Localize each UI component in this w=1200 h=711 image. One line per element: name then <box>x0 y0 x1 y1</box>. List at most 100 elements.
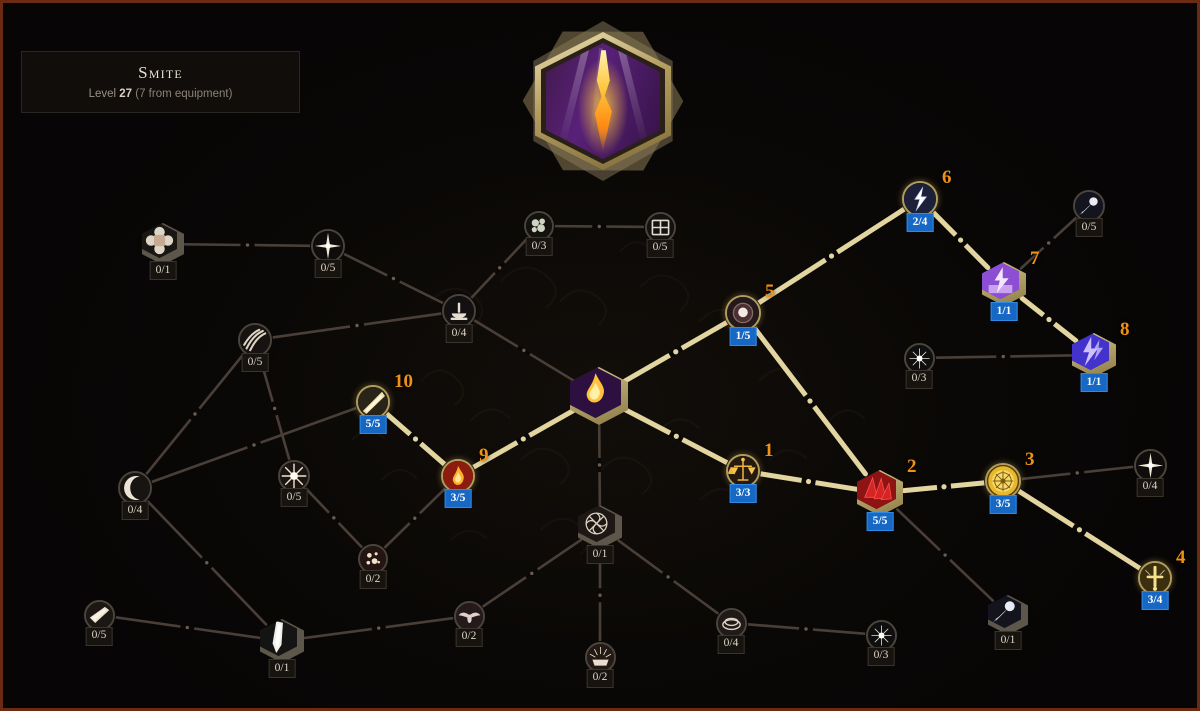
skill-edge-pip <box>391 276 396 281</box>
skill-edge <box>146 499 268 626</box>
skill-node-chalice[interactable]: 0/4 <box>442 294 476 343</box>
skill-tree-canvas[interactable]: Smite Level 27 (7 from equipment) 0/1 0/5… <box>3 3 1197 708</box>
red-crystal-icon <box>857 470 896 509</box>
skill-node-scales1[interactable]: 3/3 <box>726 454 760 503</box>
skill-edge-gap <box>668 345 684 358</box>
storm-cloud-icon <box>982 262 1019 299</box>
node-allocation-order: 7 <box>1030 248 1040 269</box>
skill-node-shield_tc[interactable]: 0/5 <box>644 211 676 258</box>
skill-node-crown[interactable]: 0/2 <box>584 641 616 688</box>
golden-slash-icon <box>356 385 390 419</box>
skill-edge-pip <box>1075 471 1079 475</box>
skill-node-crystal2[interactable]: 5/5 <box>857 470 903 531</box>
skill-edge <box>1020 465 1134 481</box>
node-rank-badge: 0/1 <box>586 545 614 564</box>
skill-edge-pip <box>522 348 526 353</box>
node-rank-badge: 0/2 <box>359 570 387 589</box>
skill-node-spark_b[interactable]: 0/3 <box>865 619 897 666</box>
skill-node-horn[interactable]: 0/5 <box>83 599 115 646</box>
skill-header-panel: Smite Level 27 (7 from equipment) <box>21 51 300 113</box>
skill-node-blade[interactable]: 0/1 <box>260 619 304 678</box>
skill-edge-pip <box>598 593 602 597</box>
rune-sigil-icon <box>578 505 615 542</box>
skill-node-shard8[interactable]: 1/1 <box>1072 333 1116 392</box>
skill-node-stones[interactable]: 0/3 <box>524 211 554 256</box>
node-hex-frame <box>570 367 628 425</box>
golden-sword-icon <box>1138 561 1172 595</box>
skill-node-storm7[interactable]: 1/1 <box>982 262 1026 321</box>
node-rank-badge: 0/5 <box>314 259 342 278</box>
skill-edge-pip <box>530 571 534 576</box>
skill-edge-gap <box>803 393 817 409</box>
skill-edge-gap <box>189 407 201 421</box>
star-burst-icon <box>311 229 345 263</box>
skill-node-burst_l[interactable]: 0/5 <box>278 460 310 507</box>
skill-node-spark_r[interactable]: 0/3 <box>903 342 935 389</box>
skill-edge <box>930 210 991 271</box>
skill-edge-gap <box>200 556 213 569</box>
skill-node-ring[interactable]: 0/4 <box>715 607 747 654</box>
smite-skill-emblem[interactable] <box>508 11 698 191</box>
skill-edge <box>470 236 530 300</box>
star-burst-icon <box>1133 448 1167 482</box>
skill-edge-pip <box>1076 527 1083 533</box>
skill-edge-pip <box>673 433 679 439</box>
skill-edge-pip <box>673 349 679 355</box>
node-rank-badge: 3/5 <box>444 489 472 508</box>
skill-edge-gap <box>349 322 365 329</box>
node-rank-badge: 2/4 <box>906 213 934 232</box>
skill-edge <box>622 319 730 384</box>
glowing-orb-icon <box>725 295 761 331</box>
skill-node-star_r[interactable]: 0/4 <box>1133 448 1167 497</box>
skill-node-cross[interactable]: 0/1 <box>142 223 184 280</box>
skill-edge-gap <box>517 345 531 356</box>
skill-edge-pip <box>597 224 601 229</box>
skill-edge-pip <box>957 237 964 243</box>
node-hex-frame <box>988 595 1028 635</box>
skill-edge <box>145 352 245 476</box>
skill-node-compass3[interactable]: 3/5 <box>985 463 1021 514</box>
balance-scales-icon <box>726 454 760 488</box>
node-rank-badge: 3/4 <box>1141 591 1169 610</box>
skill-edge-gap <box>823 249 840 263</box>
skill-node-rune[interactable]: 0/1 <box>578 505 622 564</box>
node-rank-badge: 0/2 <box>586 668 614 688</box>
skill-edge <box>271 312 443 339</box>
comet-icon <box>988 595 1021 628</box>
skill-node-comet_br[interactable]: 0/1 <box>988 595 1028 650</box>
skill-node-moon[interactable]: 0/4 <box>118 471 152 520</box>
node-rank-badge: 0/4 <box>445 324 473 343</box>
skill-node-embers[interactable]: 0/2 <box>358 544 388 589</box>
skill-node-slash10[interactable]: 5/5 <box>356 385 390 434</box>
skill-node-bird[interactable]: 0/2 <box>453 600 485 647</box>
skill-edge-gap <box>1041 312 1057 327</box>
node-hex-frame <box>260 619 304 663</box>
skill-edge-gap <box>493 261 506 275</box>
skill-node-comet_tr[interactable]: 0/5 <box>1073 190 1105 237</box>
node-hex-frame <box>578 505 622 549</box>
skill-edge-gap <box>386 273 401 284</box>
winged-bird-icon <box>453 600 485 632</box>
level-value: 27 <box>119 88 133 100</box>
skill-node-bolt6[interactable]: 2/4 <box>902 181 938 232</box>
node-allocation-order: 9 <box>479 445 489 466</box>
spark-burst-icon <box>865 619 897 651</box>
skill-edge-pip <box>1001 354 1005 359</box>
skill-node-star_tl[interactable]: 0/5 <box>311 229 345 278</box>
node-rank-badge: 0/1 <box>268 659 296 678</box>
skill-node-sword4[interactable]: 3/4 <box>1138 561 1172 610</box>
skill-edge <box>150 406 358 484</box>
skill-edge <box>303 616 454 640</box>
skill-edge-gap <box>1042 236 1056 249</box>
skill-edge <box>304 487 364 549</box>
skill-node-orb5[interactable]: 1/5 <box>725 295 761 346</box>
node-rank-badge: 0/3 <box>867 646 895 666</box>
node-rank-badge: 3/5 <box>989 495 1017 514</box>
skill-node-claw[interactable]: 0/5 <box>238 323 272 372</box>
skill-edge-pip <box>412 436 419 442</box>
skill-node-root[interactable] <box>570 367 628 425</box>
skill-node-fire9[interactable]: 3/5 <box>441 459 475 508</box>
golden-flame-icon <box>570 367 621 418</box>
skill-edge-pip <box>941 484 947 490</box>
skill-edge-gap <box>661 571 675 583</box>
